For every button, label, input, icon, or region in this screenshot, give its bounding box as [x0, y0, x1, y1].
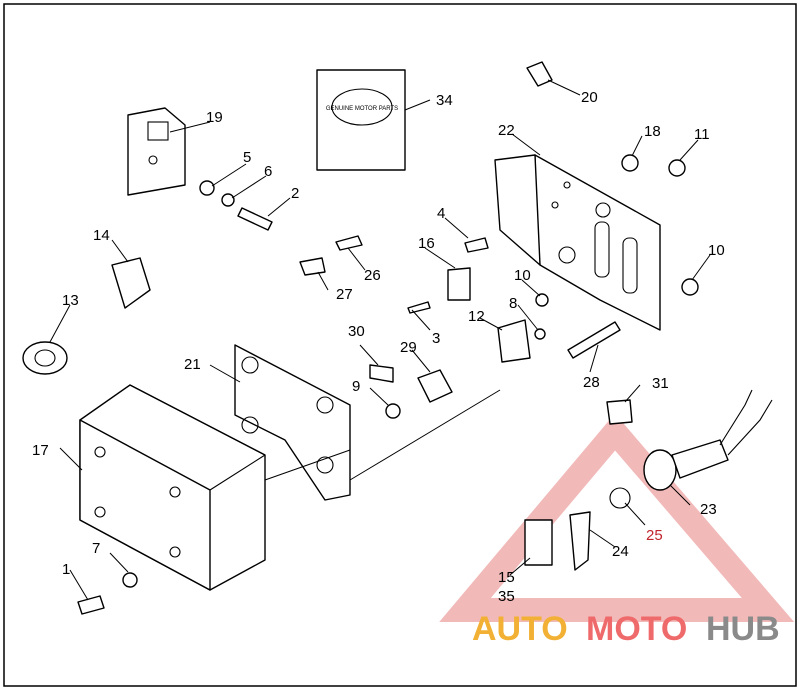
callout-26: 26: [364, 267, 381, 284]
callout-24: 24: [612, 543, 629, 560]
callout-18: 18: [644, 123, 661, 140]
hardware-small-parts: [77, 154, 699, 615]
callout-13: 13: [62, 292, 79, 309]
callout-22: 22: [498, 122, 515, 139]
callout-29: 29: [400, 339, 417, 356]
watermark-auto: AUTO: [472, 610, 568, 648]
callout-10a: 10: [514, 267, 531, 284]
callout-25: 25: [646, 527, 663, 544]
callout-31: 31: [652, 375, 669, 392]
callout-27: 27: [336, 286, 353, 303]
leader-lines: [49, 79, 711, 601]
callout-16: 16: [418, 235, 435, 252]
part-34-manual: GENUINE MOTOR PARTS: [316, 69, 406, 171]
callout-2: 2: [291, 185, 299, 202]
callout-23: 23: [700, 501, 717, 518]
callout-5: 5: [243, 149, 251, 166]
callout-9: 9: [352, 378, 360, 395]
callout-15: 15: [498, 569, 515, 586]
callout-14: 14: [93, 227, 110, 244]
callout-3: 3: [432, 330, 440, 347]
callout-8: 8: [509, 295, 517, 312]
callout-12: 12: [468, 308, 485, 325]
part-17-cover: [79, 384, 266, 591]
watermark-hub: HUB: [706, 610, 780, 648]
diagram-frame: [3, 3, 797, 687]
watermark-text: AUTO MOTO HUB: [472, 610, 780, 648]
watermark-moto: MOTO: [586, 610, 687, 648]
manual-label: GENUINE MOTOR PARTS: [326, 106, 398, 112]
callout-10b: 10: [708, 242, 725, 259]
callout-7: 7: [92, 540, 100, 557]
callout-35: 35: [498, 588, 515, 605]
callout-17: 17: [32, 442, 49, 459]
part-23-switch: [524, 389, 773, 571]
part-19-module: [127, 107, 186, 196]
part-13-clamp: [22, 341, 68, 375]
callout-30: 30: [348, 323, 365, 340]
callout-labels: 1 2 3 4 5 6 7 8 9 10 10 11 12 13 14 15 3…: [32, 89, 725, 605]
callout-19: 19: [206, 109, 223, 126]
callout-21: 21: [184, 356, 201, 373]
part-22-bracket: [494, 154, 661, 331]
callout-1: 1: [62, 561, 70, 578]
callout-6: 6: [264, 163, 272, 180]
callout-28: 28: [583, 374, 600, 391]
part-20-clip: [526, 61, 553, 87]
callout-34: 34: [436, 92, 453, 109]
callout-20: 20: [581, 89, 598, 106]
part-14-clamp: [111, 257, 151, 309]
callout-11: 11: [694, 126, 710, 143]
part-21-gasket: [234, 344, 351, 501]
callout-4: 4: [437, 205, 445, 222]
